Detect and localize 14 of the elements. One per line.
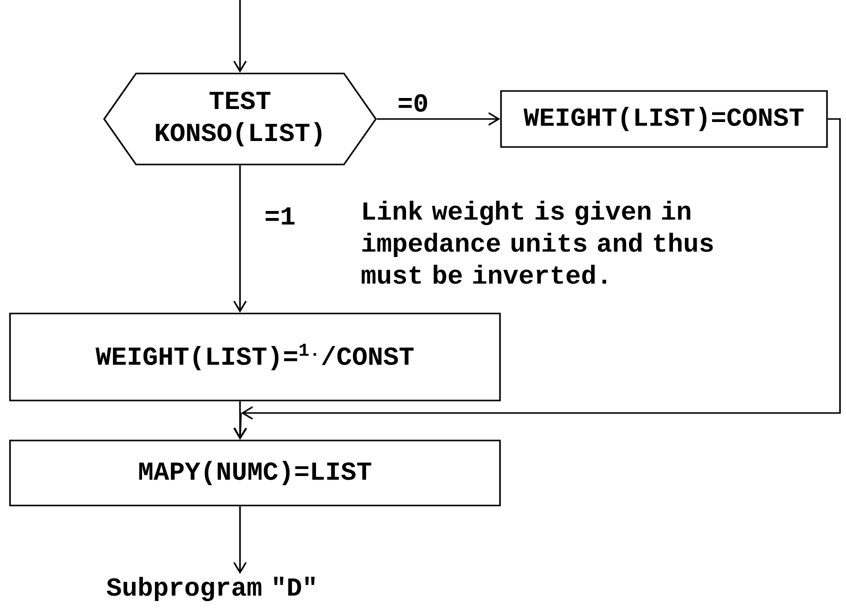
arrow <box>234 118 841 440</box>
edge-label: =1 <box>263 206 297 226</box>
process-box: WEIGHT(LIST)=CONST <box>500 90 828 148</box>
edge-label: =0 <box>396 93 430 113</box>
process-box: MAPY(NUMC)=LIST <box>9 440 501 506</box>
arrow <box>233 0 247 73</box>
decision-hexagon: TEST KONSO(LIST) <box>103 72 377 166</box>
arrow <box>233 506 247 574</box>
terminal-text: Subprogram "D" <box>106 576 315 602</box>
note-text: Link weight is given in impedance units and thus must be inverted. <box>362 200 713 284</box>
arrow <box>233 165 247 313</box>
process-box: WEIGHT(LIST)=$^{1.}$/CONST <box>9 312 501 402</box>
arrow <box>376 112 500 126</box>
arrow <box>233 401 247 440</box>
